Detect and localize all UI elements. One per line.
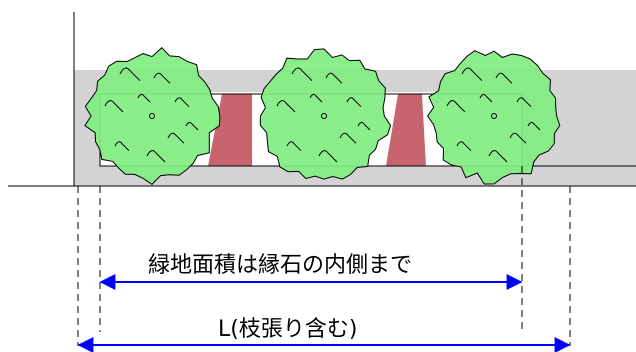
- outer-dimension-label: L(枝張り含む): [218, 317, 358, 342]
- tree-canopy-icon: [426, 50, 561, 185]
- inner-dimension-label: 緑地面積は縁石の内側まで: [148, 253, 413, 278]
- tree-canopy-icon: [259, 48, 392, 180]
- dimension-guides: [77, 166, 571, 346]
- tree-row: [84, 47, 561, 186]
- tree-canopy-icon: [84, 47, 221, 186]
